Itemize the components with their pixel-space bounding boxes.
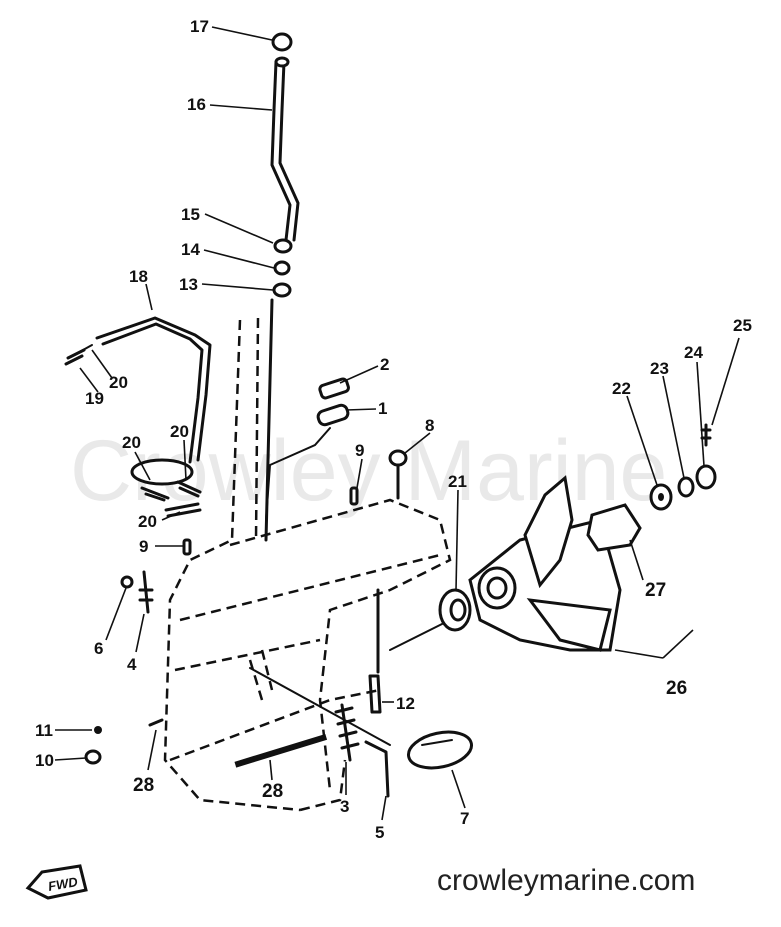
shift-rod-assembly [264,32,300,542]
dowel-9b [182,538,192,556]
propeller-assembly [438,423,717,652]
part-label-18: 18 [129,267,148,286]
fwd-arrow: FWD [25,864,88,900]
part-label-24: 24 [684,343,703,362]
part-label-12: 12 [396,694,415,713]
part-label-4: 4 [127,655,137,674]
fwd-arrow-icon [25,864,88,900]
bolt-5 [364,740,390,798]
part-label-26: 26 [666,678,687,699]
part-label-14: 14 [181,240,200,259]
dowel-9a [349,486,359,506]
part-label-23: 23 [650,359,669,378]
grommet-17 [271,32,293,52]
spacer-27 [586,503,642,552]
part-label-20: 20 [170,422,189,441]
part-label-21: 21 [448,472,467,491]
plate-2 [318,377,350,400]
lower-case-housing [163,317,452,812]
washer-6 [120,575,134,589]
part-label-17: 17 [190,17,209,36]
leader-lines [54,26,740,821]
washer-23 [677,476,695,498]
part-label-16: 16 [187,95,206,114]
site-footer: crowleymarine.com [437,864,695,897]
part-label-10: 10 [35,751,54,770]
part-label-6: 6 [94,639,103,658]
part-label-3: 3 [340,797,349,816]
part-label-28: 28 [262,781,283,802]
part-label-9: 9 [139,537,148,556]
part-label-8: 8 [425,416,434,435]
stud-3 [340,703,352,762]
part-label-19: 19 [85,389,104,408]
bushing-15 [273,238,293,254]
part-label-27: 27 [645,580,666,601]
tube-clip-20 [130,458,194,486]
part-label-15: 15 [181,205,200,224]
part-label-5: 5 [375,823,384,842]
part-label-9: 9 [355,441,364,460]
nut-24 [695,464,717,490]
part-label-13: 13 [179,275,198,294]
part-label-20: 20 [138,512,157,531]
anode-7 [407,730,473,770]
part-label-7: 7 [460,809,469,828]
thrust-washer-21 [438,588,472,632]
trim-tab-parts [334,703,473,798]
part-label-20: 20 [109,373,128,392]
water-tube-18 [64,316,212,518]
washer-11 [94,726,102,734]
screw-10 [84,749,102,765]
part-label-2: 2 [380,355,389,374]
washer-13 [272,282,292,298]
part-label-22: 22 [612,379,631,398]
part-label-11: 11 [35,721,53,740]
part-label-25: 25 [733,316,752,335]
bolt-8 [388,449,408,467]
plates-1-2 [265,377,350,521]
bolts [182,449,408,714]
bolt-4 [138,570,154,614]
part-label-1: 1 [378,399,387,418]
fwd-label: FWD [47,874,79,894]
bolt-12 [368,674,382,714]
oring-14 [273,260,291,276]
part-label-20: 20 [122,433,141,452]
part-labels: 17 16 15 14 13 18 20 19 2 1 8 9 20 20 20… [35,17,752,842]
pin-25 [700,423,712,447]
shift-rod-16 [270,60,292,242]
part-label-28: 28 [133,775,154,796]
small-parts [84,570,164,765]
